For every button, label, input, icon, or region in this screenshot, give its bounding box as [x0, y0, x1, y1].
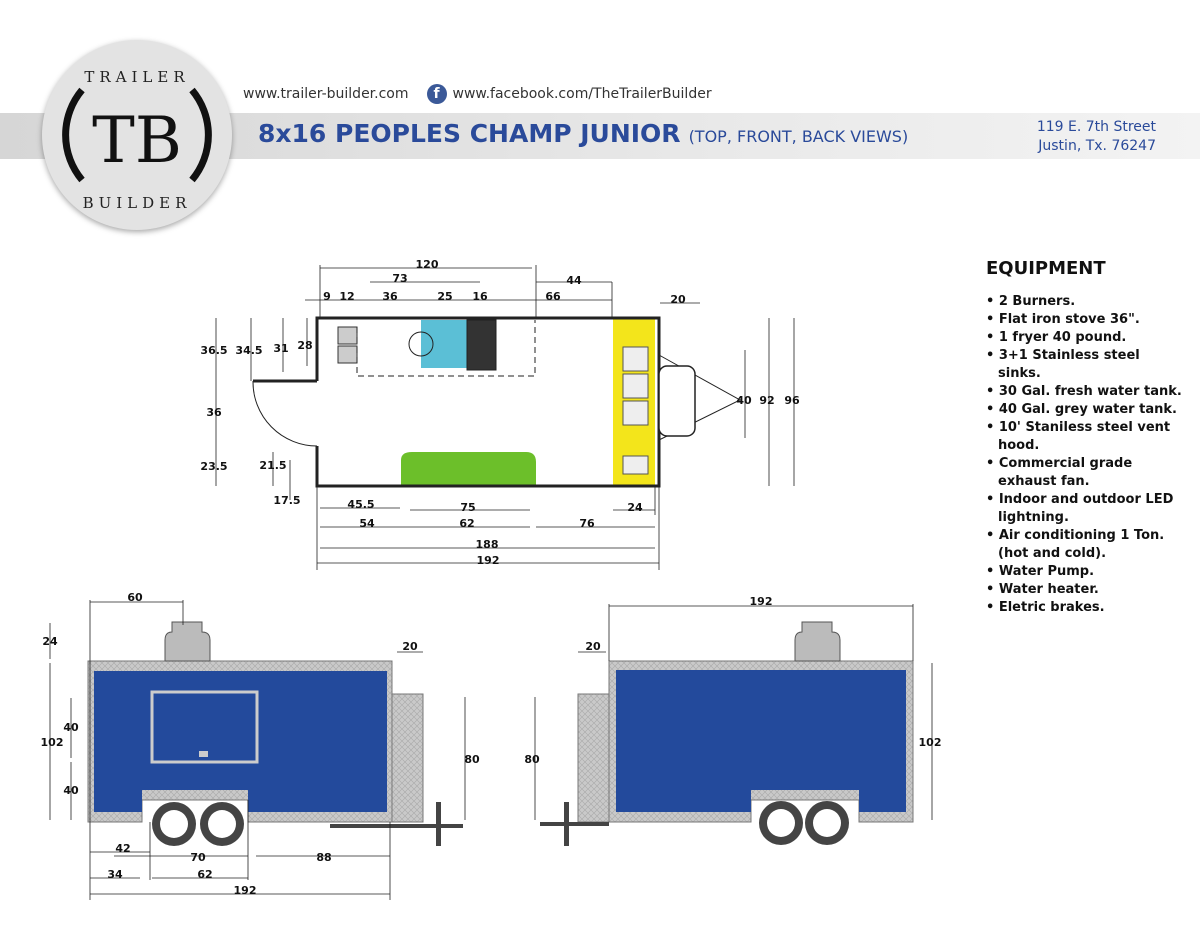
dim-label: 16 [472, 290, 488, 303]
dim-label: 34 [107, 868, 123, 881]
dim-label: 36.5 [200, 344, 227, 357]
exhaust-fan-icon [164, 621, 211, 662]
hitch-icon [330, 824, 463, 828]
equipment-item: 1 fryer 40 pound. [986, 329, 1186, 347]
dim-label: 102 [919, 736, 942, 749]
equipment-item: Water Pump. [986, 563, 1186, 581]
trailer-builder-logo: TRAILER TB BUILDER [42, 40, 232, 230]
dim-label: 28 [297, 339, 312, 352]
dim-label: 24 [42, 635, 58, 648]
facebook-url: www.facebook.com/TheTrailerBuilder [452, 86, 712, 102]
dim-label: 70 [190, 851, 206, 864]
dim-label: 54 [359, 517, 375, 530]
dim-label: 92 [759, 394, 774, 407]
equipment-item: 30 Gal. fresh water tank. [986, 383, 1186, 401]
address-line-2: Justin, Tx. 76247 [1038, 138, 1156, 154]
dim-label: 21.5 [259, 459, 286, 472]
dim-label: 102 [41, 736, 64, 749]
dim-label: 75 [460, 501, 475, 514]
dim-label: 20 [670, 293, 686, 306]
dim-label: 42 [115, 842, 130, 855]
equipment-item: 3+1 Stainless steel sinks. [986, 347, 1186, 383]
equipment-item: Indoor and outdoor LED lightning. [986, 491, 1186, 527]
dim-label: 80 [524, 753, 540, 766]
dim-label: 17.5 [273, 494, 300, 507]
top-view-dimensions: 120 73 44 9 12 36 25 16 66 20 36.5 34.5 … [200, 258, 800, 567]
equipment-item: Water heater. [986, 581, 1186, 599]
dim-label: 20 [402, 640, 418, 653]
facebook-link[interactable]: f www.facebook.com/TheTrailerBuilder [426, 84, 712, 104]
flat-top-stove [421, 320, 467, 368]
back-view: 192 20 80 102 [524, 595, 941, 846]
dim-label: 36 [206, 406, 222, 419]
header-links: www.trailer-builder.com f www.facebook.co… [243, 84, 712, 104]
title-subtitle: (TOP, FRONT, BACK VIEWS) [688, 127, 909, 146]
svg-text:TRAILER: TRAILER [84, 68, 189, 86]
dim-label: 192 [234, 884, 257, 897]
dim-label: 24 [627, 501, 643, 514]
equipment-list: EQUIPMENT 2 Burners. Flat iron stove 36"… [986, 258, 1186, 617]
top-view [215, 265, 795, 570]
equipment-item: Flat iron stove 36". [986, 311, 1186, 329]
dim-label: 36 [382, 290, 398, 303]
dim-label: 44 [566, 274, 582, 287]
equipment-item: 10' Staniless steel vent hood. [986, 419, 1186, 455]
dim-label: 192 [477, 554, 500, 567]
dim-label: 62 [197, 868, 212, 881]
dim-label: 88 [316, 851, 331, 864]
page-title: 8x16 PEOPLES CHAMP JUNIOR (TOP, FRONT, BA… [258, 119, 908, 148]
dim-label: 188 [476, 538, 499, 551]
equipment-item: 40 Gal. grey water tank. [986, 401, 1186, 419]
dim-label: 66 [545, 290, 561, 303]
service-window [150, 690, 259, 764]
dim-label: 80 [464, 753, 480, 766]
exhaust-fan-icon [794, 621, 841, 662]
dim-label: 23.5 [200, 460, 227, 473]
dim-label: 34.5 [235, 344, 262, 357]
dim-label: 20 [585, 640, 601, 653]
dim-label: 76 [579, 517, 595, 530]
dim-label: 40 [63, 784, 79, 797]
equipment-item: Eletric brakes. [986, 599, 1186, 617]
address-line-1: 119 E. 7th Street [1036, 119, 1156, 135]
dim-label: 62 [459, 517, 474, 530]
equipment-title: EQUIPMENT [986, 258, 1106, 279]
sink-counter [613, 318, 655, 486]
dim-label: 31 [273, 342, 288, 355]
dim-label: 9 [323, 290, 331, 303]
dim-label: 192 [750, 595, 773, 608]
hitch-icon [540, 822, 609, 826]
dim-label: 60 [127, 591, 143, 604]
equipment-item: Commercial grade exhaust fan. [986, 455, 1186, 491]
dim-label: 120 [416, 258, 439, 271]
address: 119 E. 7th Street Justin, Tx. 76247 [1037, 118, 1156, 156]
facebook-icon: f [426, 84, 447, 104]
dim-label: 45.5 [347, 498, 374, 511]
wheel-icon [152, 802, 244, 846]
dim-label: 73 [392, 272, 407, 285]
dim-label: 40 [63, 721, 79, 734]
fryer-icon [466, 319, 497, 371]
logo-mark-icon: TRAILER TB BUILDER [62, 68, 212, 212]
sink-icon [622, 346, 649, 475]
title-text: 8x16 PEOPLES CHAMP JUNIOR [258, 119, 681, 148]
dim-label: 96 [784, 394, 800, 407]
side-view: 60 24 20 102 40 40 80 42 70 88 34 62 192 [41, 591, 480, 900]
dim-label: 12 [339, 290, 354, 303]
dim-label: 40 [736, 394, 752, 407]
burner-icon [337, 326, 358, 364]
website-link[interactable]: www.trailer-builder.com [243, 86, 409, 102]
equipment-item: Air conditioning 1 Ton.(hot and cold). [986, 527, 1186, 563]
svg-text:BUILDER: BUILDER [83, 194, 192, 212]
equipment-item: 2 Burners. [986, 293, 1186, 311]
svg-text:TB: TB [92, 104, 182, 178]
bench [401, 452, 536, 486]
wheel-icon [759, 801, 849, 845]
dim-label: 25 [437, 290, 452, 303]
